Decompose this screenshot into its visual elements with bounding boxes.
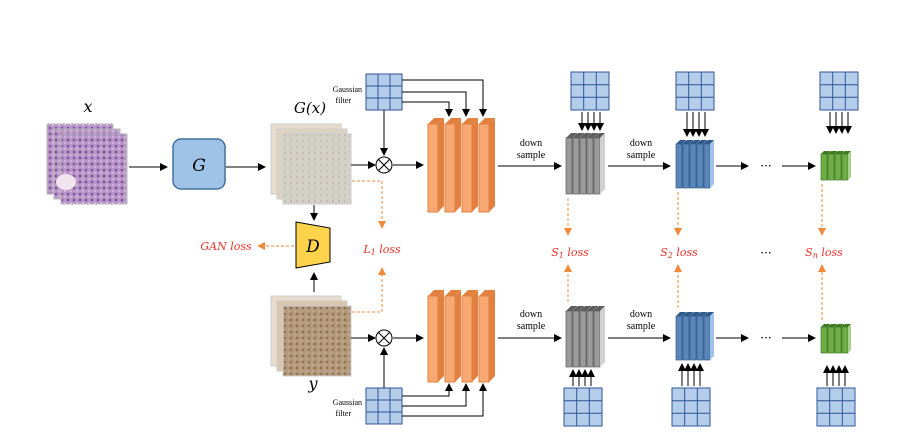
feature-extractor-bottom [427, 290, 495, 383]
downsample-4-line1: down [630, 309, 652, 320]
l1-loss-label: L1 loss [362, 243, 401, 257]
pyramid-level-1-top [565, 133, 605, 195]
sn-loss-label: Sn loss [805, 246, 843, 260]
downsample-2-line1: down [630, 138, 652, 149]
gaussian-top-line1: Gaussian [333, 85, 362, 94]
ellipsis-bottom: ··· [760, 331, 771, 345]
gaussian-grid-level-n-bottom [816, 365, 856, 427]
s2-loss-label: S2 loss [660, 246, 698, 260]
downsample-4-line2: sample [627, 321, 656, 332]
pyramid-level-n-top [820, 151, 851, 181]
gaussian-top-line2: filter [335, 96, 351, 105]
gan-loss-label: GAN loss [200, 240, 252, 253]
downsample-3-line1: down [520, 309, 542, 320]
l1-dashed-from-gx [352, 180, 386, 229]
gaussian-grid-level-1-bottom [563, 369, 603, 427]
target-y-label: y [307, 374, 318, 393]
discriminator-label: D [305, 237, 320, 257]
downsample-3-line2: sample [517, 321, 546, 332]
pyramid-level-2-top [675, 140, 714, 189]
generator-label: G [192, 156, 206, 176]
gaussian-bottom-line2: filter [335, 409, 351, 418]
ellipsis-top: ··· [760, 159, 771, 173]
discriminator-trapezoid [295, 221, 331, 269]
downsample-1-line2: sample [517, 150, 546, 161]
s1-loss-label: S1 loss [551, 246, 589, 260]
gaussian-grid-level-2-top [675, 71, 715, 137]
generator-box [172, 138, 226, 190]
gaussian-grid-level-n-top [819, 71, 859, 134]
input-x-label: x [83, 97, 92, 116]
input-image-stack-x [46, 123, 128, 205]
gaussian-grid-level-2-bottom [671, 363, 711, 427]
gaussian-filter-top-grid [365, 73, 403, 111]
downsample-1-line1: down [520, 138, 542, 149]
feature-extractor-top [427, 118, 495, 213]
gaussian-grid-level-1-top [570, 71, 610, 131]
pyramid-level-n-bottom [820, 324, 851, 354]
gaussian-filter-bottom-grid [365, 387, 403, 425]
ellipsis-middle: ··· [760, 246, 771, 260]
gx-label: G(x) [294, 99, 326, 117]
gaussian-bottom-line1: Gaussian [333, 398, 362, 407]
target-image-stack-y [270, 295, 352, 377]
pyramid-level-1-bottom [565, 306, 605, 368]
downsample-2-line2: sample [627, 150, 656, 161]
generated-image-stack [270, 123, 352, 205]
l1-dashed-from-y [352, 267, 386, 313]
pyramid-level-2-bottom [675, 312, 714, 361]
